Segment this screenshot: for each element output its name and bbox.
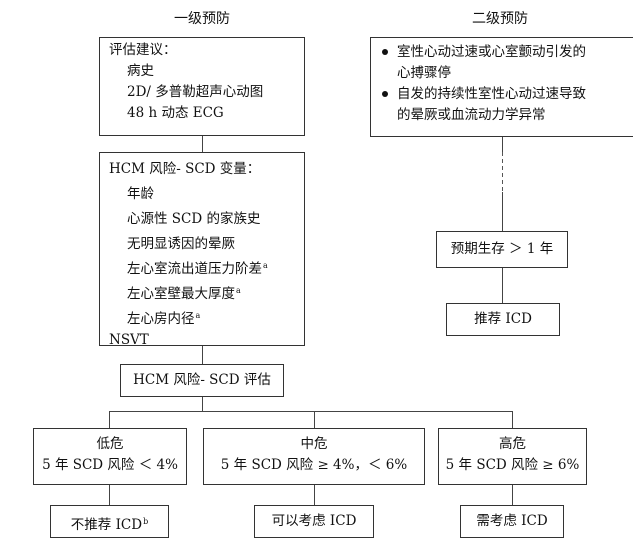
connector-eval-to-variables bbox=[202, 135, 204, 152]
eval-item-history: 病史 bbox=[127, 63, 154, 79]
mid-risk-recommendation: 可以考虑 ICD bbox=[271, 513, 357, 529]
secondary-prevention-header: 二级预防 bbox=[472, 11, 528, 27]
low-risk-title: 低危 bbox=[96, 436, 124, 452]
evaluation-advice-box: 评估建议： 病史 2D/ 多普勒超声心动图 48 h 动态 ECG bbox=[99, 37, 305, 136]
expected-survival-label: 预期生存 ＞ 1 年 bbox=[450, 241, 554, 257]
connector-survival-to-recommend bbox=[502, 268, 504, 303]
mid-risk-desc: 5 年 SCD 风险 ≥ 4%，＜ 6% bbox=[220, 457, 408, 473]
secondary-criteria-item: 自发的持续性室性心动过速导致的晕厥或血流动力学异常 bbox=[379, 84, 633, 126]
hcm-risk-assessment-box: HCM 风险- SCD 评估 bbox=[120, 364, 284, 397]
variable-nsvt: NSVT bbox=[109, 332, 149, 348]
recommend-icd-box: 推荐 ICD bbox=[446, 303, 560, 336]
expected-survival-box: 预期生存 ＞ 1 年 bbox=[436, 231, 568, 268]
variable-item: 心源性 SCD 的家族史 bbox=[127, 211, 261, 227]
variable-item: 年龄 bbox=[127, 186, 154, 202]
low-risk-recommendation-box: 不推荐 ICDb bbox=[50, 505, 169, 538]
secondary-criteria-box: 室性心动过速或心室颤动引发的心搏骤停 自发的持续性室性心动过速导致的晕厥或血流动… bbox=[370, 37, 633, 137]
connector-secondary-to-survival-bottom bbox=[502, 192, 504, 231]
variable-item: 左心房内径a bbox=[127, 311, 201, 327]
connector-high-to-rec bbox=[512, 485, 514, 505]
high-risk-desc: 5 年 SCD 风险 ≥ 6% bbox=[445, 457, 580, 473]
assessment-label: HCM 风险- SCD 评估 bbox=[133, 372, 271, 388]
connector-secondary-to-survival-dashed bbox=[502, 152, 504, 192]
connector-secondary-to-survival-top bbox=[502, 137, 504, 152]
connector-mid-to-rec bbox=[314, 485, 316, 505]
eval-item-ecg: 48 h 动态 ECG bbox=[127, 105, 224, 121]
high-risk-recommendation: 需考虑 ICD bbox=[476, 513, 548, 529]
mid-risk-title: 中危 bbox=[300, 436, 328, 452]
low-risk-box: 低危 5 年 SCD 风险 ＜ 4% bbox=[33, 428, 187, 485]
connector-low-to-rec bbox=[109, 485, 111, 505]
eval-item-echo: 2D/ 多普勒超声心动图 bbox=[127, 84, 264, 100]
mid-risk-recommendation-box: 可以考虑 ICD bbox=[254, 505, 374, 538]
connector-branch-high bbox=[512, 411, 514, 428]
connector-horizontal-branch bbox=[109, 411, 513, 413]
variable-item: 左心室流出道压力阶差a bbox=[127, 261, 268, 277]
variable-item: 无明显诱因的晕厥 bbox=[127, 236, 235, 252]
connector-assessment-down bbox=[202, 397, 204, 411]
high-risk-recommendation-box: 需考虑 ICD bbox=[460, 505, 564, 538]
hcm-risk-variables-box: HCM 风险- SCD 变量： 年龄 心源性 SCD 的家族史 无明显诱因的晕厥… bbox=[99, 152, 305, 348]
mid-risk-box: 中危 5 年 SCD 风险 ≥ 4%，＜ 6% bbox=[203, 428, 425, 485]
high-risk-box: 高危 5 年 SCD 风险 ≥ 6% bbox=[438, 428, 587, 485]
low-risk-desc: 5 年 SCD 风险 ＜ 4% bbox=[42, 457, 178, 473]
secondary-criteria-item: 室性心动过速或心室颤动引发的心搏骤停 bbox=[379, 42, 633, 84]
variable-item: 左心室壁最大厚度a bbox=[127, 286, 241, 302]
connector-variables-to-assessment bbox=[202, 345, 204, 364]
low-risk-recommendation: 不推荐 ICDb bbox=[70, 517, 149, 533]
high-risk-title: 高危 bbox=[499, 436, 526, 452]
variables-title: HCM 风险- SCD 变量： bbox=[109, 161, 261, 177]
connector-branch-mid bbox=[314, 411, 316, 428]
primary-prevention-header: 一级预防 bbox=[174, 11, 230, 27]
connector-branch-low bbox=[109, 411, 111, 428]
recommend-icd-label: 推荐 ICD bbox=[474, 311, 532, 327]
evaluation-advice-title: 评估建议： bbox=[109, 42, 177, 58]
